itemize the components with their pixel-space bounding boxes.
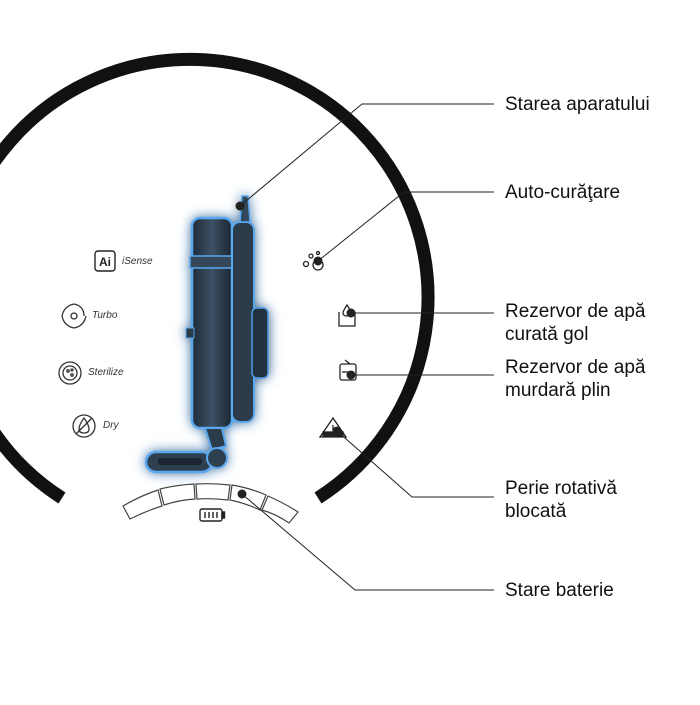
- battery-segment: [159, 483, 196, 506]
- callout-clean-tank: Rezervor de apă curată gol: [505, 300, 645, 346]
- sterilize-icon: [58, 361, 82, 385]
- callout-dirty-tank-line2: murdară plin: [505, 380, 611, 401]
- dry-drop-icon: [72, 414, 96, 438]
- callout-battery: Stare baterie: [505, 579, 614, 602]
- ai-badge-text: Ai: [99, 255, 111, 269]
- leader-line-battery: [241, 493, 494, 591]
- callout-clean-tank-line2: curată gol: [505, 324, 589, 345]
- callout-device-state: Starea aparatului: [505, 93, 650, 116]
- battery-segment: [261, 495, 299, 524]
- callout-clean-tank-line1: Rezervor de apă: [505, 301, 646, 322]
- callout-brush-blocked-line2: blocată: [505, 501, 567, 522]
- turbo-swirl-icon: [61, 303, 87, 329]
- callout-dirty-tank: Rezervor de apă murdară plin: [505, 356, 645, 402]
- brush-blocked-icon: [318, 416, 348, 438]
- callout-dirty-tank-line1: Rezervor de apă: [505, 357, 646, 378]
- callout-brush-blocked-line1: Perie rotativă: [505, 478, 617, 499]
- leader-line-brush: [336, 430, 494, 498]
- battery-segment: [122, 489, 163, 520]
- ai-chip-icon: Ai: [94, 250, 116, 272]
- mode-label-isense: iSense: [122, 256, 153, 267]
- battery-segment: [195, 483, 231, 501]
- battery-segment: [229, 484, 267, 511]
- leader-lines: [235, 103, 494, 591]
- leader-line-self-clean: [317, 191, 494, 262]
- callout-self-clean-text: Auto-curăţare: [505, 182, 621, 203]
- display-ring: [0, 52, 435, 504]
- callout-device-state-text: Starea aparatului: [505, 94, 650, 115]
- mode-label-dry: Dry: [103, 420, 119, 431]
- battery-level-arc: [122, 483, 299, 524]
- vacuum-device-illustration: [144, 195, 269, 474]
- battery-icon: [199, 508, 226, 522]
- mode-label-turbo: Turbo: [92, 310, 118, 321]
- callout-self-clean: Auto-curăţare: [505, 181, 620, 204]
- mode-label-sterilize: Sterilize: [88, 367, 124, 378]
- callout-brush-blocked: Perie rotativă blocată: [505, 477, 617, 523]
- callout-battery-text: Stare baterie: [505, 580, 614, 601]
- leader-line-device-state: [239, 103, 494, 207]
